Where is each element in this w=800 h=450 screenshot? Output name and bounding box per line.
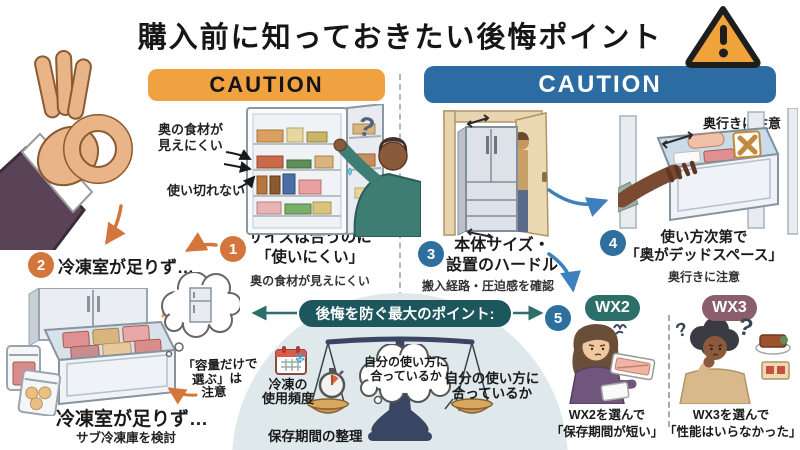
freezer-frequency-label: 冷凍の 使用頻度 [252, 378, 324, 406]
point-4-title: 使い方次第で 「奥がデッドスペース」 [620, 229, 788, 265]
point-2-title: 冷凍室が足りず… [58, 258, 194, 277]
fridge-open-illustration [246, 104, 421, 237]
annotation-back-food-line1: 奥の食材が [158, 122, 224, 137]
point-1-number: 1 [220, 236, 246, 262]
wx3-person-illustration [679, 318, 791, 404]
point-5-number: 5 [545, 305, 571, 331]
thought-bubble-subfreezer [161, 272, 240, 338]
page-title: 購入前に知っておきたい後悔ポイント [137, 22, 663, 54]
ok-hand-illustration [0, 50, 133, 250]
regret-point-pill: 後悔を防ぐ最大のポイント: [299, 300, 511, 327]
fit-bubble-line2: 合っているか [370, 369, 442, 383]
caution-banner-right: CAUTION [424, 66, 776, 103]
wx3-caption-line1: WX3を選んで [692, 408, 770, 422]
thought-bubble-fit [359, 344, 451, 403]
wx2-caption: WX2を選んで 「保存期間が短い」 [546, 407, 668, 440]
wx3-caption-line2: 「性能はいらなかった」 [664, 424, 800, 439]
wx2-badge: WX2 [585, 295, 640, 321]
point-3-title-line1: 本体サイズ・ [454, 237, 550, 254]
point-4-title-line2: 「奥がデッドスペース」 [625, 248, 783, 264]
freezer-frequency-line2: 使用頻度 [261, 391, 314, 406]
blue-arrow-doorway-icon [547, 188, 609, 217]
freezer-frequency-line1: 冷凍の [268, 377, 308, 392]
point-1-subtitle: 奥の食材が見えにくい [250, 274, 370, 288]
point-3-number: 3 [418, 241, 444, 267]
doorway-fridge-illustration [443, 110, 549, 238]
wx-divider [668, 315, 670, 427]
point-3-title-line2: 設置のハードル [445, 256, 558, 274]
calendar-icon [275, 346, 307, 375]
orange-arrow-point1-icon [184, 232, 218, 252]
wx2-woman-illustration [569, 324, 656, 404]
point-2-number: 2 [28, 252, 54, 278]
freezer-short-title: 冷凍室が足りず… [56, 409, 209, 430]
fit-usage-label: 自分の使い方に 合っているか [444, 371, 540, 401]
point-3-subtitle: 搬入経路・圧迫感を確認 [421, 279, 554, 293]
point-4-number: 4 [600, 230, 626, 256]
point-4-title-line1: 使い方次第で [660, 230, 748, 246]
annotation-cant-finish: 使い切れない [167, 183, 246, 198]
stopwatch-icon [318, 368, 346, 399]
point-1-title-line2: 「使いにくい」 [255, 249, 365, 266]
wx3-caption: WX3を選んで 「性能はいらなかった」 [664, 407, 800, 440]
storage-period-label: 保存期間の整理 [268, 429, 363, 444]
fit-usage-line2: 合っているか [451, 386, 533, 401]
fit-usage-line1: 自分の使い方に [444, 371, 540, 386]
freezer-short-subtitle: サブ冷凍庫を検討 [76, 431, 177, 445]
warning-triangle-icon [685, 6, 761, 68]
wx2-caption-line2: 「保存期間が短い」 [550, 424, 664, 439]
caution-banner-left: CAUTION [148, 69, 385, 101]
point-4-subtitle: 奥行きに注意 [667, 270, 740, 284]
point-3-title: 本体サイズ・ 設置のハードル [444, 236, 560, 275]
wx2-caption-line1: WX2を選んで [568, 408, 646, 422]
fit-bubble-line1: 自分の使い方に [363, 355, 448, 369]
annotation-back-food-line2: 見えにくい [158, 138, 223, 153]
annotation-back-food: 奥の食材が 見えにくい [158, 122, 223, 154]
balance-scale-illustration [306, 336, 494, 441]
drawer-depth-illustration [618, 108, 798, 235]
freezer-drawer-illustration [6, 288, 186, 416]
wx3-badge: WX3 [702, 295, 757, 321]
snowflake-icon: ❄ [294, 350, 307, 367]
fit-bubble-text: 自分の使い方に 合っているか [360, 355, 452, 383]
